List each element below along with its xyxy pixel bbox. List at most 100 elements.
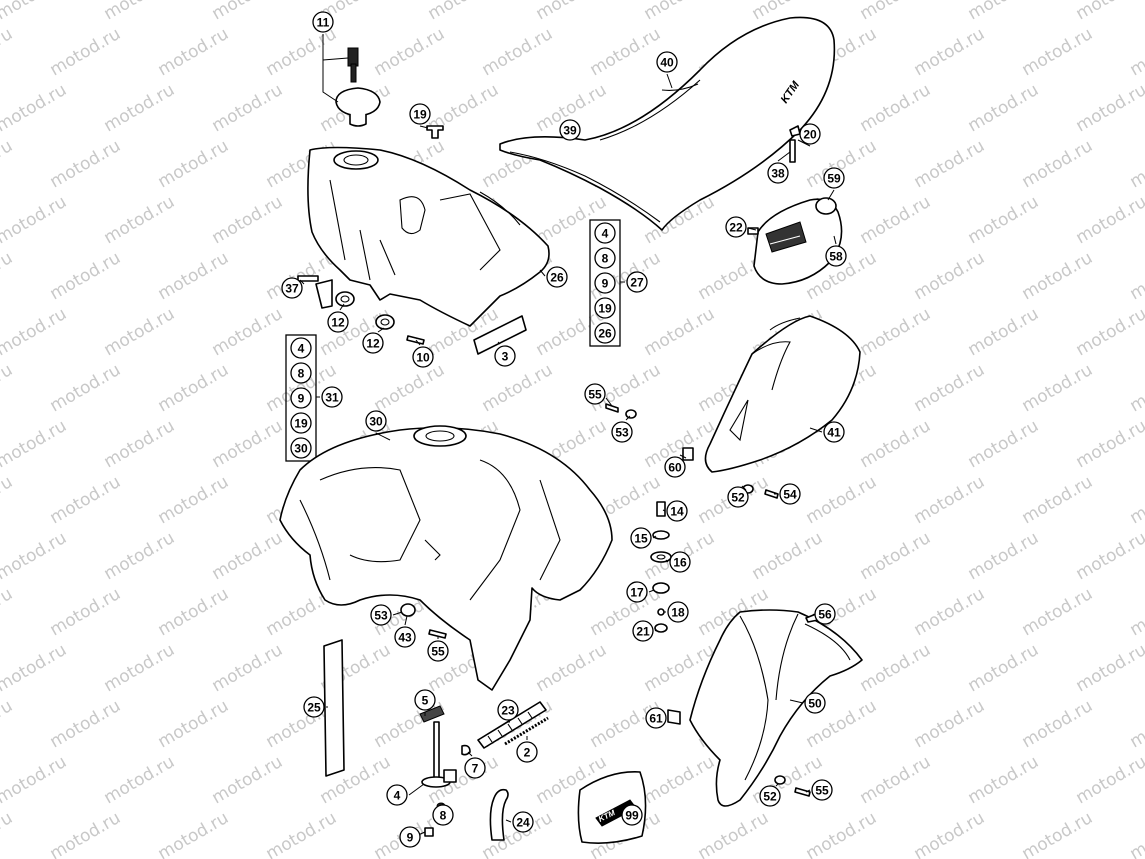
callout-circle (290, 412, 312, 434)
watermark-text: motod.ru (1073, 416, 1145, 472)
watermark-text: motod.ru (101, 192, 179, 248)
watermark-text: motod.ru (1073, 80, 1145, 136)
callout-53: 53 (611, 421, 633, 443)
watermark-text: motod.ru (155, 136, 233, 192)
callout-circle (394, 626, 416, 648)
callout-60: 60 (664, 456, 686, 478)
callout-number: 99 (625, 809, 639, 823)
callout-number: 61 (649, 712, 663, 726)
watermark-text: motod.ru (965, 528, 1043, 584)
callout-27: 27 (626, 271, 648, 293)
callout-number: 37 (285, 282, 299, 296)
callout-circle (667, 601, 689, 623)
side-cover-41 (704, 315, 861, 473)
watermark-text: motod.ru (857, 528, 935, 584)
callout-12: 12 (362, 332, 384, 354)
callout-circle (512, 811, 534, 833)
callout-circle (464, 757, 486, 779)
watermark-text: motod.ru (101, 528, 179, 584)
kit-31-item-30: 30 (290, 437, 312, 459)
watermark-text: motod.ru (0, 192, 70, 248)
callout-number: 8 (602, 252, 609, 266)
callout-number: 9 (298, 392, 305, 406)
callout-number: 60 (668, 461, 682, 475)
callout-circle (779, 483, 801, 505)
callout-circle (321, 386, 343, 408)
watermark-text: motod.ru (1019, 360, 1097, 416)
watermark-text: motod.ru (47, 472, 125, 528)
callout-8: 8 (432, 804, 454, 826)
callout-number: 15 (634, 532, 648, 546)
callout-19: 19 (409, 103, 431, 125)
watermark-text: motod.ru (1073, 0, 1145, 24)
callout-number: 17 (630, 586, 644, 600)
watermark-text: motod.ru (209, 528, 287, 584)
watermark-text: motod.ru (155, 808, 233, 859)
callout-circle (290, 337, 312, 359)
callout-56: 56 (814, 603, 836, 625)
tool-bag (753, 197, 843, 285)
watermark-text: motod.ru (1127, 136, 1145, 192)
callout-circle (365, 410, 387, 432)
kit-27-item-19: 19 (594, 297, 616, 319)
callout-22: 22 (725, 216, 747, 238)
watermark-text: motod.ru (1019, 472, 1097, 528)
watermark-text: motod.ru (101, 416, 179, 472)
watermark-text: motod.ru (155, 584, 233, 640)
callout-52: 52 (759, 785, 781, 807)
washer-screw-52-55-lower (774, 775, 811, 797)
watermark-text: motod.ru (1127, 696, 1145, 752)
watermark-text: motod.ru (0, 360, 16, 416)
callout-circle (386, 784, 408, 806)
callout-circle (725, 216, 747, 238)
kit-31-item-8: 8 (290, 362, 312, 384)
callout-circle (303, 696, 325, 718)
watermark-text: motod.ru (155, 360, 233, 416)
watermark-text: motod.ru (857, 304, 935, 360)
callout-number: 52 (731, 491, 745, 505)
callout-number: 21 (636, 625, 650, 639)
callout-59: 59 (823, 167, 845, 189)
callout-number: 8 (298, 367, 305, 381)
watermark-text: motod.ru (209, 80, 287, 136)
callout-circle (362, 332, 384, 354)
callout-circle (414, 689, 436, 711)
watermark-text: motod.ru (911, 696, 989, 752)
watermark-text: motod.ru (0, 584, 16, 640)
watermark-text: motod.ru (209, 640, 287, 696)
callout-circle (546, 266, 568, 288)
watermark-text: motod.ru (47, 248, 125, 304)
callout-number: 41 (827, 426, 841, 440)
callout-number: 4 (298, 342, 305, 356)
watermark-text: motod.ru (425, 0, 503, 24)
callout-circle (584, 383, 606, 405)
kit-27-item-4: 4 (594, 222, 616, 244)
callout-circle (767, 162, 789, 184)
watermark-text: motod.ru (0, 640, 70, 696)
watermark-text: motod.ru (1073, 192, 1145, 248)
callout-number: 22 (729, 221, 743, 235)
watermark-text: motod.ru (1127, 24, 1145, 80)
watermark-text: motod.ru (101, 80, 179, 136)
callout-number: 4 (602, 227, 609, 241)
callout-number: 25 (307, 701, 321, 715)
watermark-text: motod.ru (911, 360, 989, 416)
callout-number: 9 (407, 831, 414, 845)
callout-number: 12 (366, 337, 380, 351)
watermark-text: motod.ru (47, 136, 125, 192)
callout-number: 7 (472, 762, 479, 776)
watermark-text: motod.ru (857, 640, 935, 696)
watermark-text: motod.ru (1019, 24, 1097, 80)
callout-circle (727, 486, 749, 508)
callout-52: 52 (727, 486, 749, 508)
callout-number: 18 (671, 606, 685, 620)
watermark-text: motod.ru (155, 24, 233, 80)
watermark-text: motod.ru (209, 0, 287, 24)
callout-number: 55 (588, 388, 602, 402)
kit-box-27 (589, 219, 621, 347)
callout-number: 59 (827, 172, 841, 186)
callout-number: 39 (563, 124, 577, 138)
kit-31-item-9: 9 (290, 387, 312, 409)
callout-circle (399, 826, 421, 848)
